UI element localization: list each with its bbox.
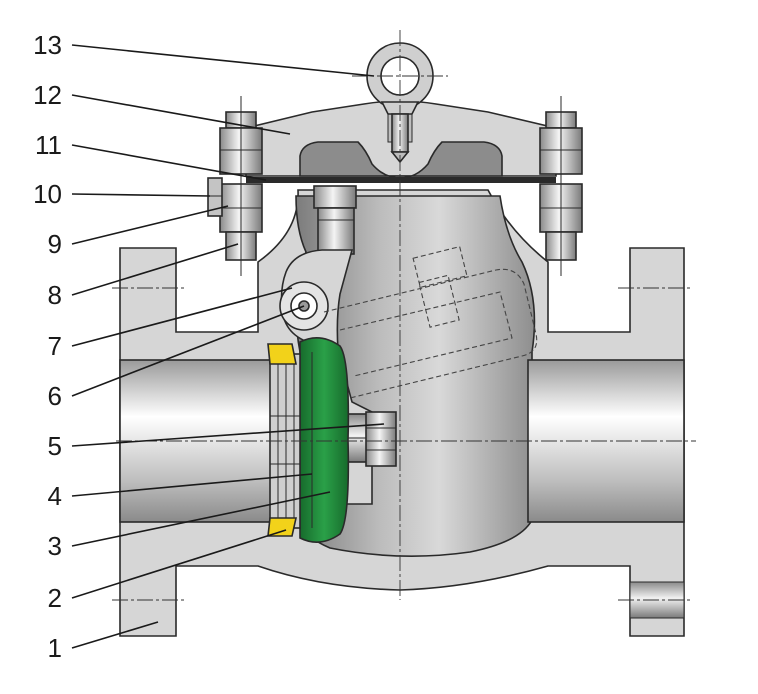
callout-10: 10: [33, 179, 62, 209]
callout-1: 1: [48, 633, 62, 663]
centerlines: [112, 30, 696, 601]
leader-9: [71, 205, 229, 245]
seat-face-top: [267, 343, 297, 365]
bolt-pin: [207, 177, 223, 217]
callout-3: 3: [48, 531, 62, 561]
callout-12: 12: [33, 80, 62, 110]
callout-13: 13: [33, 30, 62, 60]
callout-labels: 13 12 11 10 9 8 7 6 5 4 3 2 1: [33, 30, 62, 663]
leader-3: [71, 491, 331, 547]
callout-7: 7: [48, 331, 62, 361]
leader-10: [71, 193, 211, 197]
leader-13: [71, 44, 375, 77]
callout-9: 9: [48, 229, 62, 259]
disc-open-position: [323, 245, 538, 399]
disc-nut: [365, 411, 397, 467]
callout-2: 2: [48, 583, 62, 613]
leader-4: [71, 473, 313, 497]
bonnet-gasket: [246, 177, 556, 183]
seat-face-bottom: [267, 517, 297, 537]
disc: [299, 337, 350, 543]
callout-leaders: [71, 44, 385, 649]
stud-bolt-left: [219, 96, 263, 276]
seat-ring: [267, 343, 301, 537]
leader-2: [71, 529, 287, 599]
callout-6: 6: [48, 381, 62, 411]
leader-1: [71, 621, 159, 649]
leader-8: [71, 243, 239, 296]
leader-7: [71, 287, 293, 347]
callout-4: 4: [48, 481, 62, 511]
leader-12: [71, 94, 291, 135]
leader-5: [71, 423, 385, 447]
stud-bolt-right: [539, 96, 583, 276]
callout-5: 5: [48, 431, 62, 461]
leader-11: [71, 144, 267, 181]
callout-11: 11: [35, 130, 62, 160]
callout-8: 8: [48, 280, 62, 310]
leader-6: [71, 305, 305, 397]
